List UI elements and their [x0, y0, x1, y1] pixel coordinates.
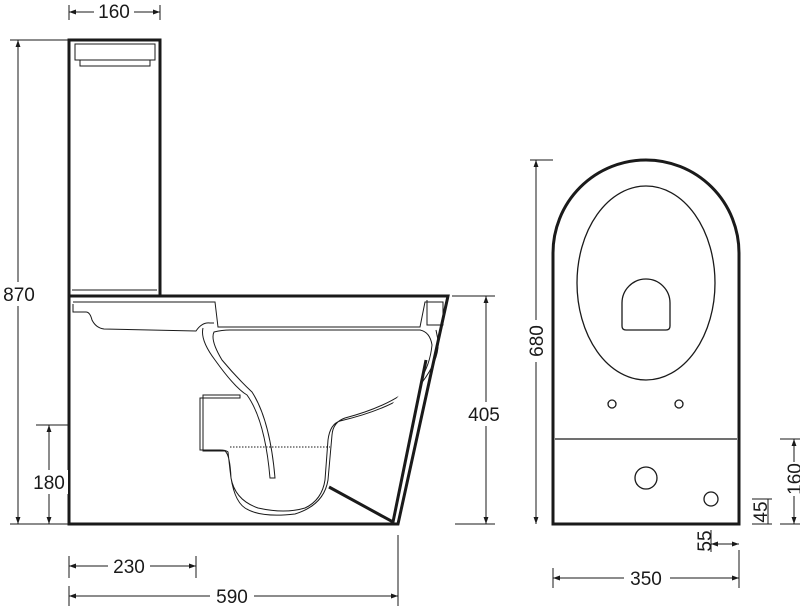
- dim-width: 350: [552, 550, 740, 590]
- outlet-opening: [621, 278, 671, 331]
- cistern-lid-inner: [74, 43, 156, 67]
- dim-inlet-offset: 55: [695, 530, 739, 552]
- dim-label-680: 680: [527, 325, 548, 357]
- dim-label-160-rear: 160: [785, 463, 800, 495]
- dim-length: 680: [526, 159, 553, 524]
- dim-outlet-height: 180: [30, 424, 69, 524]
- dim-label-590: 590: [216, 587, 248, 606]
- water-inlet-hole: [703, 491, 719, 507]
- rim-channel: [73, 300, 444, 328]
- bowl-inner: [199, 327, 439, 516]
- dim-label-55: 55: [695, 530, 716, 551]
- seat-fixing-hole-left: [607, 399, 617, 409]
- seat-fixing-hole-right: [674, 399, 684, 409]
- dim-label-160-tank: 160: [98, 2, 130, 23]
- dim-label-45: 45: [751, 501, 772, 522]
- dim-rear-height: 160: [780, 438, 800, 525]
- flush-channel: [72, 304, 214, 332]
- dim-inlet-height: 45: [751, 498, 772, 525]
- front-view: [551, 158, 741, 526]
- dim-label-350: 350: [630, 569, 662, 590]
- dim-tank-depth: 160: [68, 2, 161, 23]
- pan-top-outline: [551, 158, 741, 526]
- bowl-opening: [576, 185, 716, 381]
- cistern-tank: [67, 38, 162, 298]
- dim-label-180: 180: [33, 473, 65, 494]
- dim-bowl-height: 405: [452, 295, 504, 525]
- dim-outlet-distance: 230: [68, 555, 197, 578]
- dim-label-405: 405: [468, 405, 500, 426]
- dim-label-230: 230: [113, 557, 145, 578]
- dim-label-870: 870: [3, 285, 35, 306]
- side-view: [67, 38, 450, 526]
- flush-inlet-hole: [634, 466, 658, 490]
- dim-total-depth: 590: [68, 535, 399, 606]
- dim-total-height: 870: [0, 39, 69, 525]
- rear-wedge: [328, 359, 428, 525]
